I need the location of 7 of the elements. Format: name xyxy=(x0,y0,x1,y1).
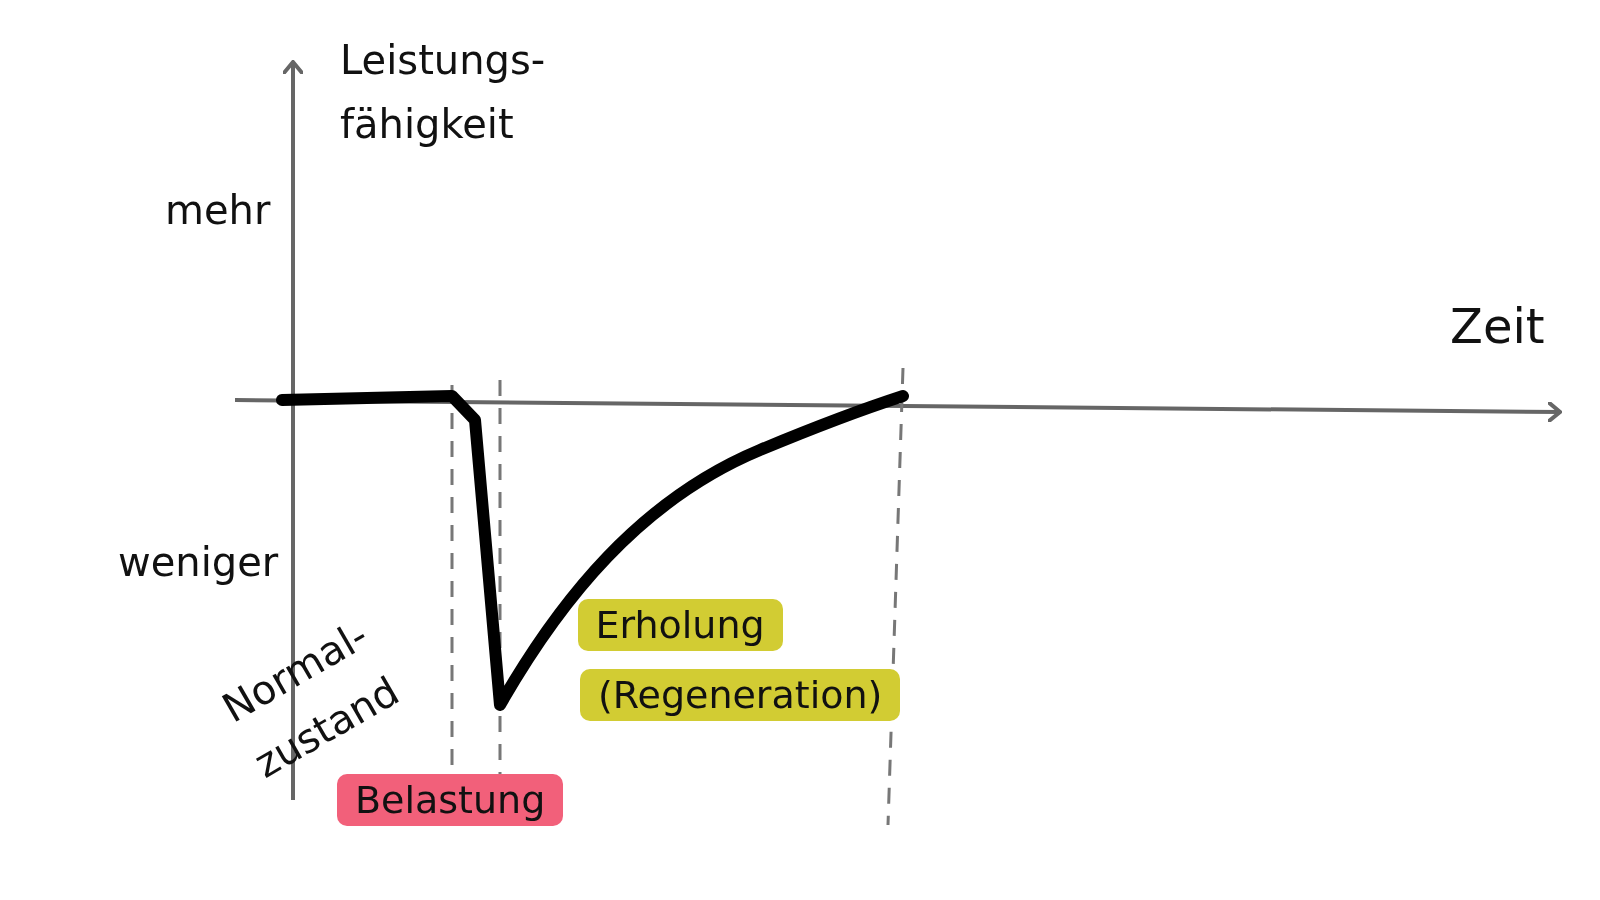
axis-label: weniger xyxy=(118,540,279,584)
axis-title: Leistungs- fähigkeit xyxy=(340,36,547,149)
axis-title: Zeit xyxy=(1450,300,1545,353)
phase-label: Erholung xyxy=(577,599,783,651)
phase-label: (Regeneration) xyxy=(580,669,901,721)
axis-label: mehr xyxy=(165,188,271,232)
phase-label: Belastung xyxy=(337,774,564,826)
